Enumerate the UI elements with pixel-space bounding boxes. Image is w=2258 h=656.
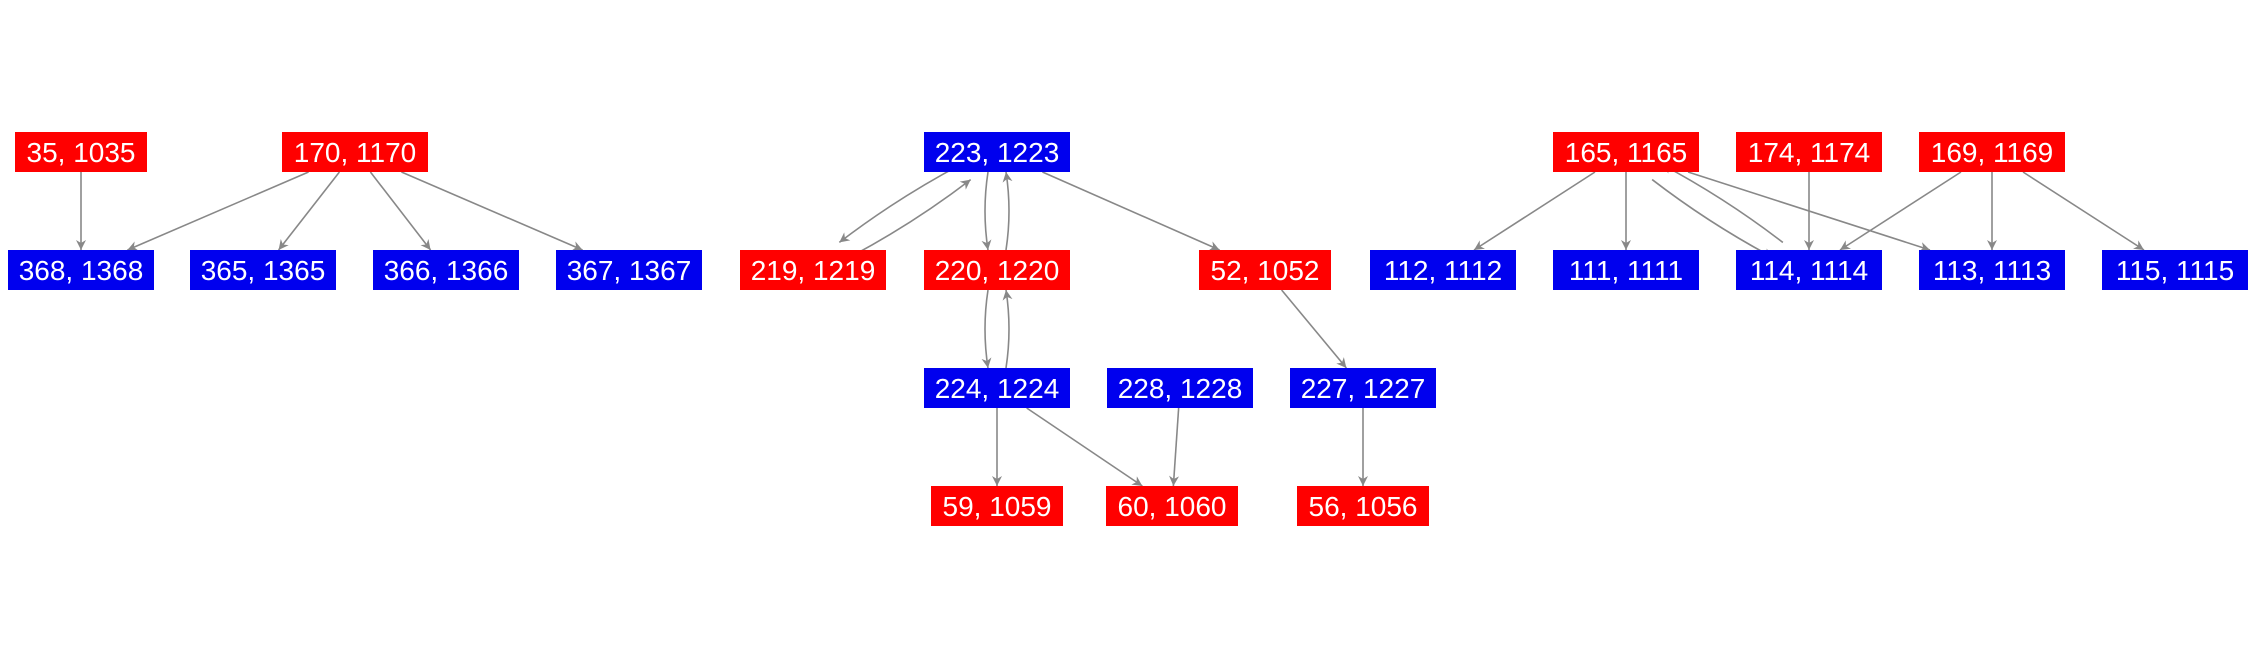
edge-52-to-227 [1280, 289, 1348, 369]
edge-224-to-220 [1002, 289, 1013, 369]
node-box [282, 132, 428, 172]
node-label: 367, 1367 [567, 255, 692, 286]
node-label: 227, 1227 [1301, 373, 1426, 404]
node-label: 165, 1165 [1565, 137, 1688, 168]
node-label: 220, 1220 [935, 255, 1060, 286]
node-label: 223, 1223 [935, 137, 1060, 168]
node-label: 170, 1170 [294, 137, 417, 168]
node-59[interactable]: 59, 1059 [931, 486, 1063, 526]
edge-114-to-165 [1661, 163, 1784, 244]
node-56[interactable]: 56, 1056 [1297, 486, 1429, 526]
node-box [740, 250, 886, 290]
node-365[interactable]: 365, 1365 [190, 250, 336, 290]
node-label: 114, 1114 [1750, 255, 1868, 286]
node-box [8, 250, 154, 290]
node-box [1736, 250, 1882, 290]
edges-layer [76, 163, 2145, 487]
node-label: 60, 1060 [1118, 491, 1227, 522]
node-box [1919, 250, 2065, 290]
node-227[interactable]: 227, 1227 [1290, 368, 1436, 408]
node-228[interactable]: 228, 1228 [1107, 368, 1253, 408]
node-label: 52, 1052 [1211, 255, 1320, 286]
node-label: 224, 1224 [935, 373, 1060, 404]
edge-223-to-220 [981, 171, 992, 251]
node-box [1199, 250, 1331, 290]
node-label: 115, 1115 [2116, 255, 2234, 286]
node-label: 169, 1169 [1931, 137, 2054, 168]
edge-169-to-114 [1839, 171, 1962, 251]
node-115[interactable]: 115, 1115 [2102, 250, 2248, 290]
node-box [190, 250, 336, 290]
nodes-layer: 35, 1035 170, 1170 368, 1368 365, 1365 366, … [8, 132, 2248, 526]
node-368[interactable]: 368, 1368 [8, 250, 154, 290]
node-box [924, 250, 1070, 290]
node-label: 111, 1111 [1569, 255, 1683, 286]
node-367[interactable]: 367, 1367 [556, 250, 702, 290]
node-box [556, 250, 702, 290]
node-174[interactable]: 174, 1174 [1736, 132, 1882, 172]
edge-170-to-367 [401, 171, 583, 251]
edge-223-to-52 [1042, 171, 1220, 251]
node-box [1297, 486, 1429, 526]
node-165[interactable]: 165, 1165 [1553, 132, 1699, 172]
node-219[interactable]: 219, 1219 [740, 250, 886, 290]
edge-165-to-114 [1651, 178, 1774, 259]
edge-220-to-223 [1002, 171, 1013, 251]
node-box [373, 250, 519, 290]
node-box [1107, 368, 1253, 408]
node-111[interactable]: 111, 1111 [1553, 250, 1699, 290]
edge-223-to-219 [838, 163, 962, 244]
edge-220-to-224 [981, 289, 992, 369]
edge-228-to-60 [1169, 407, 1180, 487]
node-60[interactable]: 60, 1060 [1106, 486, 1238, 526]
node-label: 35, 1035 [27, 137, 136, 168]
node-label: 366, 1366 [384, 255, 509, 286]
node-220[interactable]: 220, 1220 [924, 250, 1070, 290]
node-box [1553, 250, 1699, 290]
node-box [1106, 486, 1238, 526]
node-label: 228, 1228 [1118, 373, 1243, 404]
node-113[interactable]: 113, 1113 [1919, 250, 2065, 290]
node-box [924, 132, 1070, 172]
edge-219-to-223 [848, 178, 972, 259]
node-366[interactable]: 366, 1366 [373, 250, 519, 290]
node-label: 365, 1365 [201, 255, 326, 286]
node-112[interactable]: 112, 1112 [1370, 250, 1516, 290]
node-label: 368, 1368 [19, 255, 144, 286]
edge-170-to-366 [369, 171, 432, 251]
edge-170-to-365 [277, 171, 341, 251]
edge-170-to-368 [127, 171, 309, 251]
node-box [1553, 132, 1699, 172]
node-box [924, 368, 1070, 408]
node-114[interactable]: 114, 1114 [1736, 250, 1882, 290]
node-label: 56, 1056 [1309, 491, 1418, 522]
node-170[interactable]: 170, 1170 [282, 132, 428, 172]
node-223[interactable]: 223, 1223 [924, 132, 1070, 172]
node-52[interactable]: 52, 1052 [1199, 250, 1331, 290]
node-box [1919, 132, 2065, 172]
node-224[interactable]: 224, 1224 [924, 368, 1070, 408]
node-box [1736, 132, 1882, 172]
node-box [15, 132, 147, 172]
edge-169-to-115 [2022, 171, 2145, 251]
node-box [2102, 250, 2248, 290]
node-label: 113, 1113 [1933, 255, 2051, 286]
edge-224-to-60 [1026, 407, 1143, 487]
node-label: 174, 1174 [1748, 137, 1871, 168]
node-box [1290, 368, 1436, 408]
node-box [931, 486, 1063, 526]
node-box [1370, 250, 1516, 290]
node-label: 59, 1059 [943, 491, 1052, 522]
node-label: 112, 1112 [1384, 255, 1502, 286]
node-169[interactable]: 169, 1169 [1919, 132, 2065, 172]
node-label: 219, 1219 [751, 255, 876, 286]
edge-165-to-112 [1473, 171, 1596, 251]
node-35[interactable]: 35, 1035 [15, 132, 147, 172]
